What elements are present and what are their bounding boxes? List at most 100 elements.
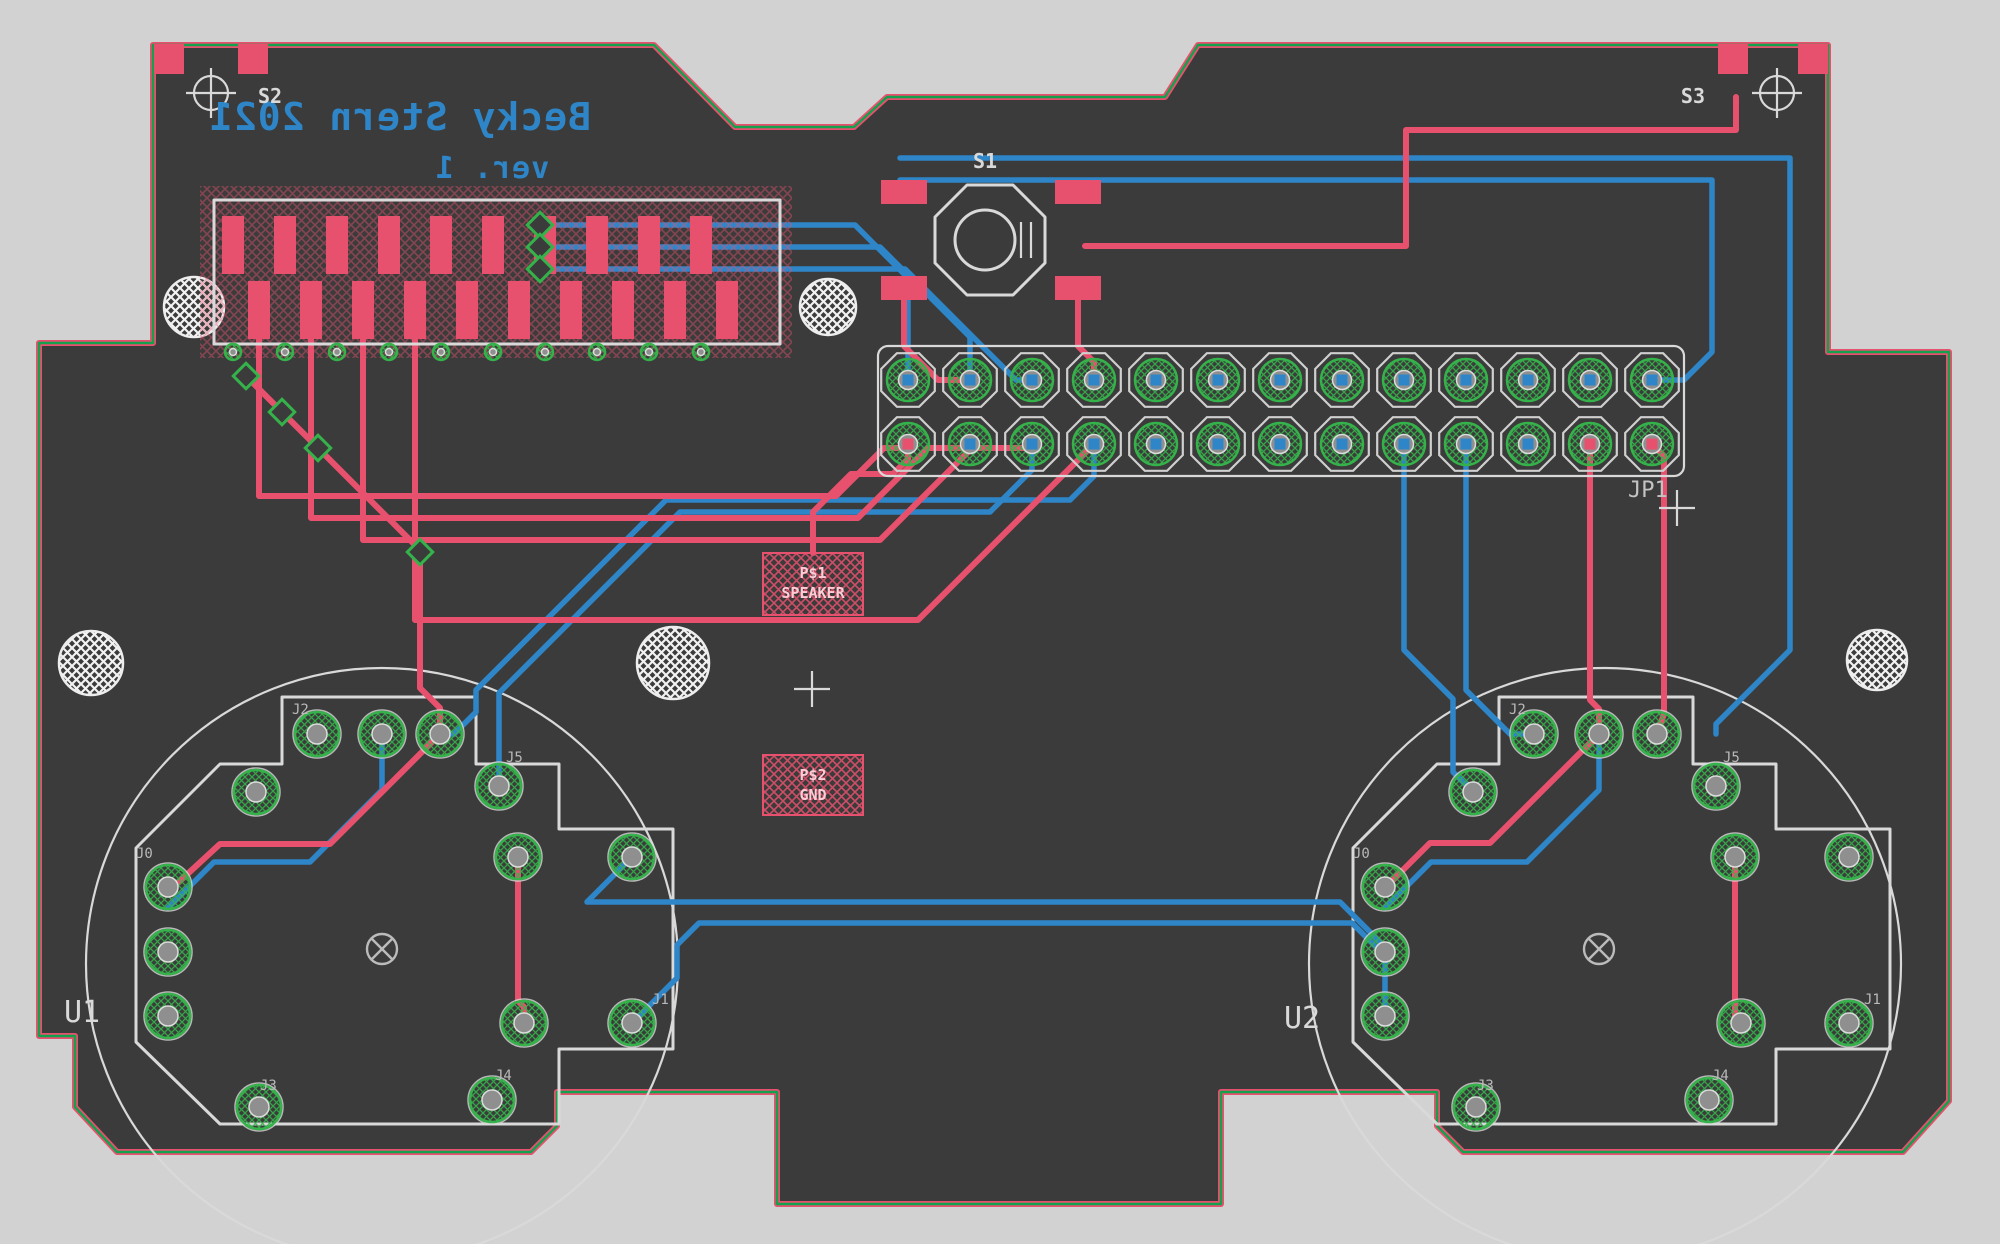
corner-right-fiducial[interactable] [1718, 44, 1828, 118]
connector-pad[interactable] [430, 216, 452, 274]
through-hole-pad[interactable] [1684, 1075, 1734, 1125]
header-pad[interactable] [1376, 352, 1432, 408]
mounting-hole[interactable] [1845, 628, 1909, 692]
top-copper-trace[interactable] [1382, 731, 1602, 891]
connector-pad[interactable] [248, 281, 270, 339]
tactile-button-s1[interactable] [881, 180, 1101, 300]
connector-pad[interactable] [352, 281, 374, 339]
button-pad[interactable] [1055, 276, 1101, 300]
header-pad[interactable] [1376, 416, 1432, 472]
through-hole-pad[interactable] [1710, 832, 1760, 882]
through-hole-pad[interactable] [1360, 927, 1410, 977]
through-hole-pad[interactable] [1448, 767, 1498, 817]
through-hole-pad[interactable] [415, 709, 465, 759]
header-pad[interactable] [1128, 416, 1184, 472]
via[interactable] [405, 537, 435, 567]
header-pad[interactable] [1624, 352, 1680, 408]
via[interactable] [525, 254, 555, 284]
connector-pad[interactable] [664, 281, 686, 339]
header-pad[interactable] [942, 352, 998, 408]
connector-pad[interactable] [560, 281, 582, 339]
connector-pad[interactable] [638, 216, 660, 274]
via[interactable] [525, 210, 555, 240]
through-hole-pad[interactable] [231, 767, 281, 817]
through-hole-pad[interactable] [499, 998, 549, 1048]
ref-s2[interactable]: S2 [258, 84, 282, 108]
through-hole-pad[interactable] [143, 991, 193, 1041]
speaker-pad[interactable]: P$1 SPEAKER [762, 552, 864, 616]
connector-pad[interactable] [456, 281, 478, 339]
through-hole-pad[interactable] [1824, 998, 1874, 1048]
header-pad[interactable] [1500, 352, 1556, 408]
through-hole-pad[interactable] [1451, 1082, 1501, 1132]
bottom-copper-trace[interactable] [1382, 731, 1602, 911]
board-version-mirrored[interactable]: ver. 1 [435, 151, 549, 186]
via[interactable] [267, 397, 297, 427]
button-pad[interactable] [881, 276, 927, 300]
connector-pad[interactable] [300, 281, 322, 339]
connector-pad[interactable] [482, 216, 504, 274]
mounting-hole[interactable] [635, 625, 711, 701]
ref-u1[interactable]: U1 [64, 995, 100, 1030]
corner-pad[interactable] [154, 44, 184, 74]
header-pad[interactable] [1004, 416, 1060, 472]
gnd-pad[interactable]: P$2 GND [762, 754, 864, 816]
board-edge-cuts[interactable] [37, 43, 1951, 1206]
through-hole-pad[interactable] [1824, 832, 1874, 882]
header-pad[interactable] [880, 352, 936, 408]
header-pad[interactable] [1004, 352, 1060, 408]
header-pad[interactable] [1500, 416, 1556, 472]
through-hole-pad[interactable] [1509, 709, 1559, 759]
through-hole-pad[interactable] [1574, 709, 1624, 759]
through-hole-pad[interactable] [143, 862, 193, 912]
through-hole-pad[interactable] [357, 709, 407, 759]
corner-pad[interactable] [1798, 44, 1828, 74]
via[interactable] [525, 232, 555, 262]
top-copper-trace[interactable] [165, 731, 443, 895]
via[interactable] [303, 433, 333, 463]
header-pad[interactable] [1624, 416, 1680, 472]
through-hole-pad[interactable] [1360, 991, 1410, 1041]
mounting-hole[interactable] [57, 629, 125, 697]
through-hole-pad[interactable] [474, 761, 524, 811]
connector-pad[interactable] [716, 281, 738, 339]
top-copper-trace[interactable] [1082, 94, 1739, 249]
bottom-copper-trace[interactable] [897, 155, 1793, 737]
connector-pad[interactable] [404, 281, 426, 339]
through-hole-pad[interactable] [607, 832, 657, 882]
header-pad[interactable] [942, 416, 998, 472]
header-pad[interactable] [1066, 416, 1122, 472]
ref-u2[interactable]: U2 [1284, 1001, 1320, 1036]
pin-header[interactable] [876, 344, 1686, 478]
ref-jp[interactable]: JP1 [1628, 478, 1668, 503]
corner-pad[interactable] [238, 44, 268, 74]
header-pad[interactable] [1128, 352, 1184, 408]
button-pad[interactable] [1055, 180, 1101, 204]
mounting-hole[interactable] [798, 277, 858, 337]
header-pad[interactable] [1438, 352, 1494, 408]
connector-pad[interactable] [586, 216, 608, 274]
header-pad[interactable] [1314, 416, 1370, 472]
connector-pad[interactable] [508, 281, 530, 339]
connector-pad[interactable] [378, 216, 400, 274]
header-pad[interactable] [1562, 352, 1618, 408]
ref-s3[interactable]: S3 [1681, 84, 1705, 108]
via[interactable] [231, 361, 261, 391]
board-title-mirrored[interactable]: Becky Stern 2021 [209, 95, 591, 139]
display-connector[interactable] [200, 186, 792, 362]
connector-pad[interactable] [612, 281, 634, 339]
corner-pad[interactable] [1718, 44, 1748, 74]
through-hole-pad[interactable] [467, 1075, 517, 1125]
through-hole-pad[interactable] [1360, 862, 1410, 912]
through-hole-pad[interactable] [234, 1082, 284, 1132]
header-pad[interactable] [1562, 416, 1618, 472]
header-pad[interactable] [880, 416, 936, 472]
through-hole-pad[interactable] [493, 832, 543, 882]
button-pad[interactable] [881, 180, 927, 204]
through-hole-pad[interactable] [292, 709, 342, 759]
through-hole-pad[interactable] [1716, 998, 1766, 1048]
connector-pad[interactable] [326, 216, 348, 274]
connector-pad[interactable] [222, 216, 244, 274]
connector-pad[interactable] [274, 216, 296, 274]
